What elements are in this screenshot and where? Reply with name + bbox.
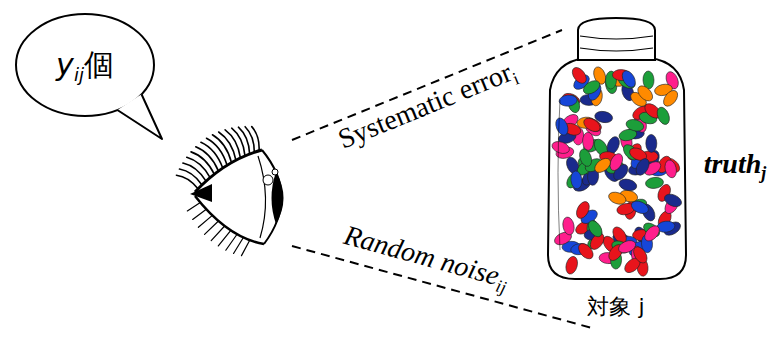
eyelash (234, 237, 244, 253)
jelly-bean (663, 192, 684, 209)
eyelash (198, 215, 212, 227)
eyelash (183, 163, 206, 181)
eyelash (245, 127, 254, 153)
jelly-bean (553, 116, 570, 137)
upper-eyelid (195, 150, 262, 192)
error-label: Systematic errori (334, 54, 523, 159)
bubble-text: yij個 (15, 13, 155, 117)
jelly-bean (635, 83, 655, 104)
jar-shine (558, 100, 560, 250)
eye-corner (190, 184, 212, 202)
jelly-bean (570, 170, 583, 189)
subscript: j (761, 163, 766, 183)
eyelash (201, 142, 223, 168)
jelly-bean (592, 156, 613, 176)
eyelash (196, 147, 219, 171)
eye-highlight (263, 175, 273, 185)
jar-lid (578, 18, 655, 60)
eyelashes (176, 127, 259, 256)
jelly-bean (633, 156, 651, 177)
jelly-bean (645, 176, 664, 189)
eyelash (252, 127, 259, 151)
bubble-line: yij個 (56, 45, 114, 86)
eye-highlight (272, 169, 278, 175)
jar-lid-rings (580, 36, 653, 51)
jelly-bean (574, 199, 592, 220)
jelly-bean (618, 177, 638, 192)
jelly-bean (577, 147, 593, 168)
eyelash (219, 132, 236, 160)
jelly-bean (663, 159, 678, 179)
subscript: ij (74, 64, 84, 85)
label-text: Random noise (341, 219, 503, 291)
jelly-beans (550, 65, 683, 277)
eyelash (191, 152, 214, 174)
label-text: truth (704, 148, 762, 179)
eyelash (218, 230, 231, 246)
count-text: 個 (84, 47, 114, 82)
speech-bubble: yij個 (15, 13, 155, 117)
bubble-tail (117, 94, 162, 139)
lower-eyelid (195, 196, 264, 244)
jelly-bean (581, 115, 602, 134)
label-text: Systematic error (334, 56, 516, 154)
eyelash (206, 138, 227, 165)
eyelash (187, 202, 200, 210)
jelly-bean (642, 223, 662, 244)
noise-label: Random noiseij (339, 219, 512, 299)
jelly-bean (561, 216, 575, 236)
label-text: 対象 j (587, 294, 644, 319)
jelly-bean (586, 218, 605, 239)
sight-line (292, 30, 562, 140)
jelly-bean (550, 139, 571, 155)
jelly-bean (625, 118, 645, 133)
eyelash (241, 240, 249, 255)
jelly-bean (559, 94, 578, 107)
jar-body (548, 58, 686, 279)
object-label: 対象 j (587, 292, 644, 322)
jelly-bean (582, 132, 593, 150)
jelly-bean (661, 88, 681, 109)
jelly-bean (569, 65, 589, 86)
truth-label: truthj (704, 148, 767, 184)
eyelash (205, 221, 219, 234)
jelly-bean (564, 255, 579, 275)
eyelash (187, 157, 210, 177)
cornea-line (258, 156, 266, 238)
eyelash (211, 226, 224, 241)
jelly-bean (620, 68, 639, 89)
jelly-bean (617, 238, 638, 255)
jelly-bean (655, 105, 672, 126)
eyelash (226, 234, 237, 250)
eyelash (212, 135, 231, 163)
eyelash (193, 209, 207, 219)
jelly-bean (646, 134, 657, 152)
jelly-bean (607, 190, 628, 206)
count-text: y (56, 47, 74, 82)
